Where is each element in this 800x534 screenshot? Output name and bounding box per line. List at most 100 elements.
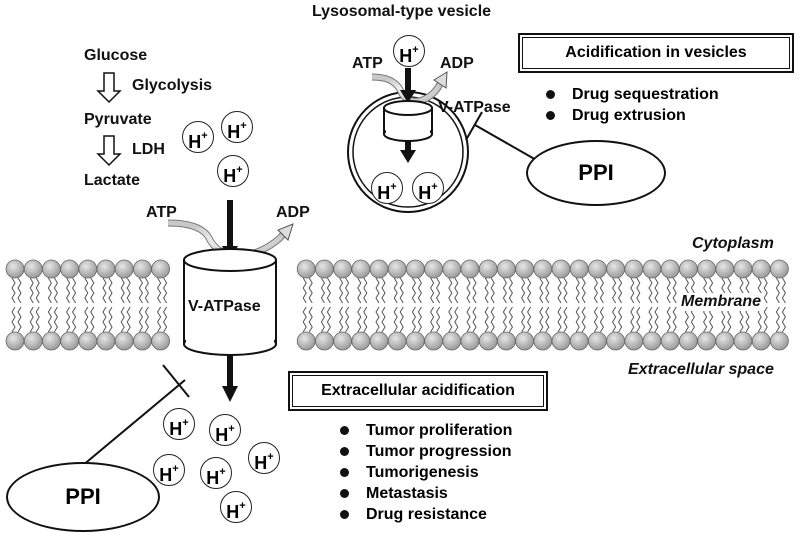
lipid-tail <box>654 306 659 333</box>
lipid-tail <box>363 306 368 333</box>
lipid-tail <box>545 277 550 304</box>
lipid-tail <box>411 277 416 304</box>
lipid-head <box>569 259 589 279</box>
lipid-tail <box>357 277 362 304</box>
lipid-head <box>132 259 152 279</box>
lipid-tail <box>508 306 513 333</box>
lipid-tail <box>599 306 604 333</box>
lipid-head <box>424 259 444 279</box>
lipid-tail <box>593 277 598 304</box>
lipid-head <box>296 331 316 351</box>
lipid-head <box>60 259 79 279</box>
lipid-tail <box>654 277 659 304</box>
proton-vesicle-top: H+ <box>393 35 425 67</box>
lipid-tail <box>557 306 562 333</box>
lipid-tail <box>472 277 477 304</box>
lipid-tail <box>120 306 125 333</box>
lipid-tail <box>502 306 507 333</box>
list-item: Tumorigenesis <box>336 462 512 483</box>
lipid-tail <box>521 306 526 333</box>
lipid-tail <box>563 277 568 304</box>
lipid-tail <box>357 306 362 333</box>
lipid-head <box>715 331 735 351</box>
lipid-head <box>733 259 753 279</box>
lipid-head <box>151 259 171 279</box>
lipid-tail <box>690 306 695 333</box>
lipid-tail <box>545 306 550 333</box>
lipid-head <box>460 259 480 279</box>
vesicle-title: Lysosomal-type vesicle <box>312 3 492 20</box>
lipid-tail <box>144 306 149 333</box>
lipid-tail <box>763 277 768 304</box>
lipid-tail <box>448 277 453 304</box>
lipid-tail <box>90 277 95 304</box>
lipid-head <box>23 331 43 351</box>
adp-label-vesicle: ADP <box>440 55 474 72</box>
lipid-tail <box>66 277 71 304</box>
lipid-tail <box>490 277 495 304</box>
lipid-tail <box>393 306 398 333</box>
lipid-head <box>387 259 407 279</box>
lipid-head <box>588 331 607 351</box>
lipid-tail <box>17 306 22 333</box>
proton-vesicle-2: H+ <box>412 172 444 204</box>
lipid-head <box>770 331 789 351</box>
lipid-tail <box>521 277 526 304</box>
ppi-oval-main: PPI <box>6 462 160 532</box>
lipid-head <box>96 259 116 279</box>
list-item: Drug resistance <box>336 504 512 525</box>
lipid-tail <box>527 306 532 333</box>
lipid-tail <box>339 306 344 333</box>
lipid-tail <box>157 277 162 304</box>
lipid-tail <box>436 277 441 304</box>
lipid-head <box>314 331 334 351</box>
v-atpase-label-main: V-ATPase <box>188 298 261 315</box>
lipid-head <box>697 331 716 351</box>
lipid-head <box>679 331 698 351</box>
lipid-heads-top <box>5 259 789 279</box>
proton-extracellular-2: H+ <box>209 414 241 446</box>
atp-label-main: ATP <box>146 204 177 221</box>
cytoplasm-label: Cytoplasm <box>692 235 774 252</box>
lipid-head <box>606 331 625 351</box>
vesicle-effects-list: Drug sequestration Drug extrusion <box>542 84 719 126</box>
lipid-tail <box>612 277 617 304</box>
lipid-tail <box>47 306 52 333</box>
lipid-tail <box>339 277 344 304</box>
lipid-tail <box>454 277 459 304</box>
lipid-tail <box>666 277 671 304</box>
cell-membrane <box>5 259 789 351</box>
lipid-tail <box>417 306 422 333</box>
lipid-head <box>333 259 353 279</box>
lipid-tail <box>29 277 34 304</box>
lipid-tail <box>472 306 477 333</box>
vesicle-acidification-title: Acidification in vesicles <box>522 37 790 69</box>
lipid-tail <box>126 306 131 333</box>
lipid-head <box>132 331 152 351</box>
lipid-tails <box>11 277 786 333</box>
lipid-tail <box>430 277 435 304</box>
lipid-head <box>551 331 571 351</box>
lipid-tail <box>108 277 113 304</box>
lipid-tail <box>618 277 623 304</box>
lipid-heads-bottom <box>5 331 789 351</box>
lipid-tail <box>47 277 52 304</box>
lipid-tail <box>393 277 398 304</box>
lipid-tail <box>102 277 107 304</box>
lipid-tail <box>575 306 580 333</box>
lipid-tail <box>102 306 107 333</box>
lipid-tail <box>703 306 708 333</box>
lipid-tail <box>35 277 40 304</box>
lipid-tail <box>108 306 113 333</box>
ppi-inhibition-main <box>81 364 190 467</box>
lipid-tail <box>763 306 768 333</box>
lipid-head <box>151 331 171 351</box>
lipid-head <box>114 259 134 279</box>
lipid-tail <box>781 306 786 333</box>
lipid-head <box>478 331 498 351</box>
glycolysis-label: Glycolysis <box>132 77 213 94</box>
list-item: Tumor progression <box>336 441 512 462</box>
lipid-head <box>588 259 607 279</box>
lipid-tail <box>163 306 168 333</box>
lipid-tail <box>636 277 641 304</box>
